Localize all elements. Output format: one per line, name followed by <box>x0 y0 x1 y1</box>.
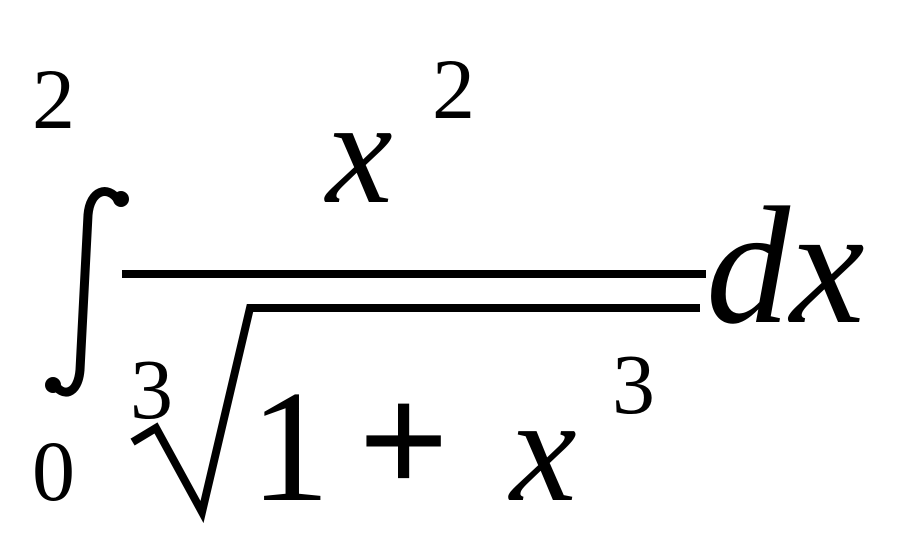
radicand-exponent: 3 <box>612 336 655 432</box>
radical-sign <box>130 304 700 524</box>
numerator-exponent: 2 <box>432 41 475 137</box>
root-index: 3 <box>130 341 173 437</box>
radicand-plus: + <box>358 351 449 529</box>
radicand-base: x <box>508 367 577 533</box>
integral-top-hook <box>113 191 129 207</box>
integral-sign <box>49 187 123 397</box>
upper-limit: 2 <box>32 51 75 147</box>
numerator-base: x <box>324 69 393 235</box>
integral-bottom-hook <box>45 377 61 393</box>
lower-limit: 0 <box>32 423 75 519</box>
differential-dx: dx <box>706 173 865 359</box>
radicand-one: 1 <box>250 357 330 535</box>
